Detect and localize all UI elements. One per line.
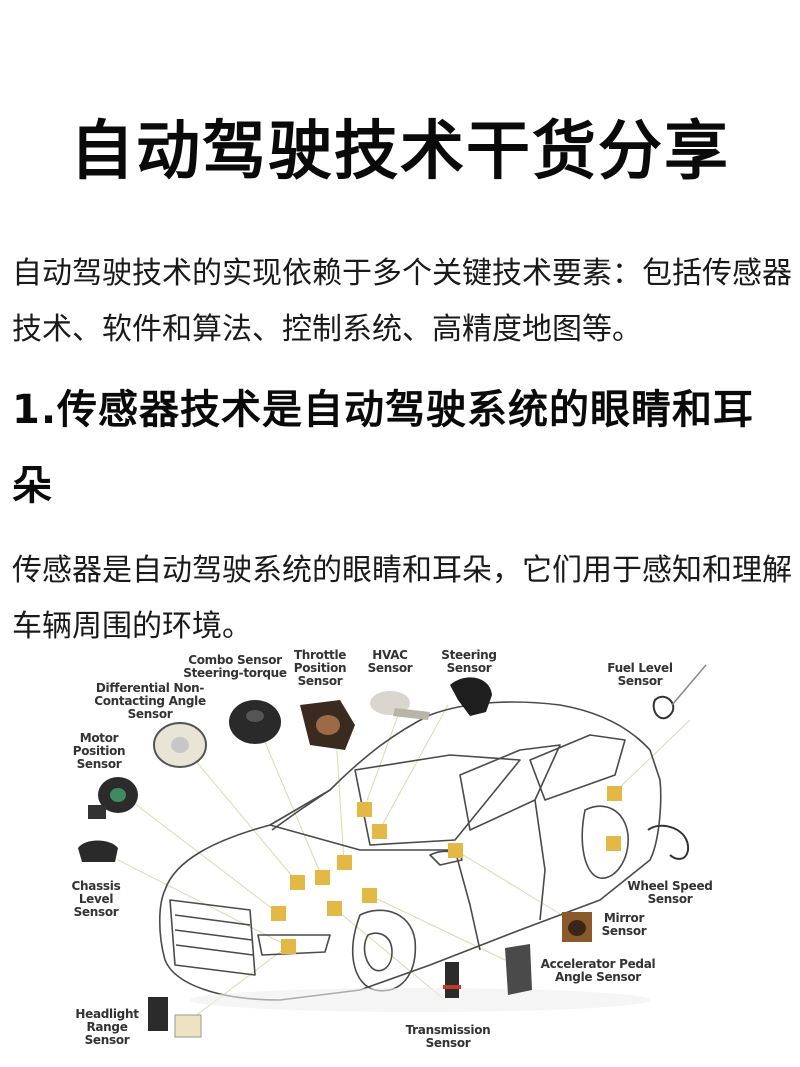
- car-outline-illustration: [78, 664, 707, 1038]
- label-differential-angle-sensor: Differential Non-Contacting Angle Sensor: [94, 681, 206, 721]
- section-body: 传感器是自动驾驶系统的眼睛和耳朵，它们用于感知和理解车辆周围的环境。: [12, 553, 792, 644]
- sensor-marker: [315, 870, 330, 885]
- sensor-marker: [607, 786, 622, 801]
- label-hvac-sensor: HVAC Sensor: [367, 648, 413, 675]
- intro-paragraph: 自动驾驶技术的实现依赖于多个关键技术要素：包括传感器技术、软件和算法、控制系统、…: [12, 256, 792, 347]
- sensor-marker: [357, 802, 372, 817]
- sensor-marker: [337, 855, 352, 870]
- sensor-marker: [290, 875, 305, 890]
- label-fuel-level-sensor: Fuel Level Sensor: [607, 661, 673, 688]
- section-heading: 1.传感器技术是自动驾驶系统的眼睛和耳朵: [12, 387, 755, 509]
- car-sensor-diagram: Combo Sensor Steering-torque Throttle Po…: [0, 640, 800, 1067]
- label-steering-sensor: Steering Sensor: [441, 648, 497, 675]
- label-throttle-position-sensor: Throttle Position Sensor: [293, 648, 347, 688]
- sensor-marker: [327, 901, 342, 916]
- page-title: 自动驾驶技术干货分享: [70, 115, 730, 189]
- label-motor-position-sensor: Motor Position Sensor: [72, 731, 126, 771]
- label-accelerator-pedal-sensor: Accelerator Pedal Angle Sensor: [540, 957, 656, 984]
- sensor-marker: [281, 939, 296, 954]
- sensor-marker: [606, 836, 621, 851]
- sensor-marker: [448, 843, 463, 858]
- sensor-marker: [362, 888, 377, 903]
- label-transmission-sensor: Transmission Sensor: [405, 1023, 491, 1050]
- label-wheel-speed-sensor: Wheel Speed Sensor: [627, 879, 713, 906]
- label-headlight-range-sensor: Headlight Range Sensor: [75, 1007, 139, 1047]
- sensor-marker: [271, 906, 286, 921]
- label-combo-sensor: Combo Sensor Steering-torque: [183, 653, 287, 680]
- label-chassis-level-sensor: Chassis Level Sensor: [71, 879, 121, 919]
- label-mirror-sensor: Mirror Sensor: [601, 911, 647, 938]
- sensor-marker: [372, 824, 387, 839]
- sensor-component-images: [78, 664, 707, 1038]
